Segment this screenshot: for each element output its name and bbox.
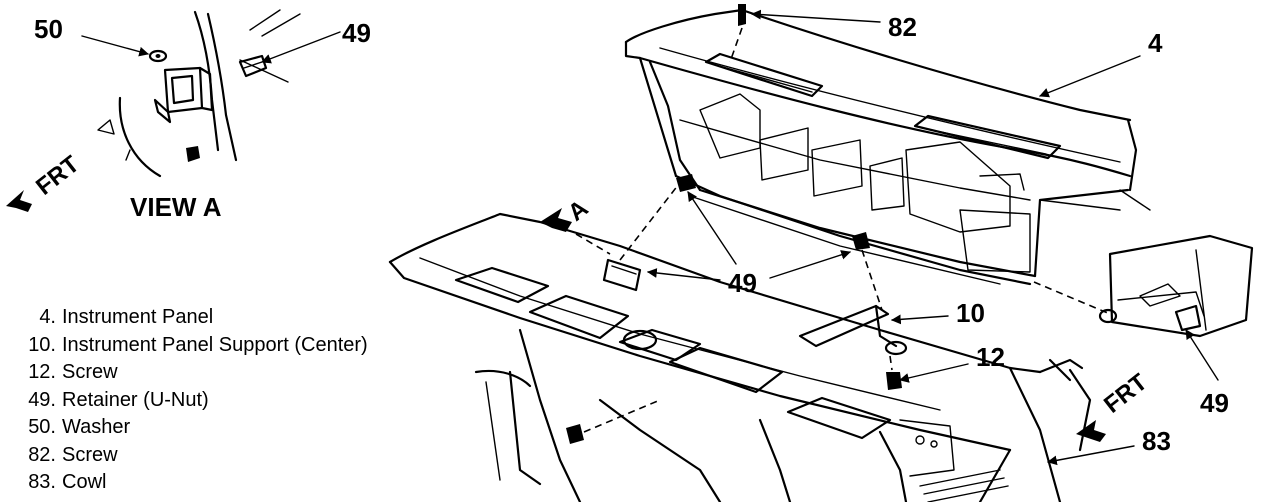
frt-label-right: FRT: [1099, 369, 1153, 419]
retainer-49-panel-center: [852, 232, 883, 311]
legend-text: Retainer (U-Nut): [62, 388, 209, 411]
callout-12: 12: [976, 342, 1005, 372]
view-a-retainer-49: [238, 54, 268, 78]
legend-item: 4. Instrument Panel: [6, 304, 368, 332]
legend-item: 50. Washer: [6, 414, 368, 442]
legend-item: 83. Cowl: [6, 469, 368, 497]
retainer-49-cowl-left: [602, 179, 683, 292]
legend-number: 10.: [28, 333, 56, 356]
callout-10: 10: [956, 298, 985, 328]
frt-arrow-right: [1076, 420, 1106, 442]
view-a-label: VIEW A: [130, 192, 222, 222]
legend-item: 12. Screw: [6, 359, 368, 387]
callout-82: 82: [888, 12, 917, 42]
legend-number: 49.: [28, 388, 56, 411]
callout-49-right: 49: [1200, 388, 1229, 418]
screw-12: [886, 372, 902, 390]
legend-number: 82.: [28, 443, 56, 466]
view-a-bracket: [153, 66, 214, 124]
view-a-nut: [186, 146, 200, 162]
instrument-panel-support-10: [798, 304, 908, 371]
parts-legend: 4. Instrument Panel 10. Instrument Panel Su…: [6, 304, 368, 497]
legend-text: Washer: [62, 416, 131, 438]
view-a-marker: [540, 208, 611, 255]
legend-text: Cowl: [62, 471, 107, 493]
legend-text: Instrument Panel Support (Center): [62, 333, 368, 356]
legend-number: 83.: [28, 471, 56, 493]
legend-text: Instrument Panel: [62, 306, 214, 328]
frt-label-view-a: FRT: [31, 151, 85, 201]
view-a-detail: [6, 9, 341, 212]
legend-text: Screw: [62, 443, 118, 466]
legend-text: Screw: [62, 361, 118, 383]
callout-83: 83: [1142, 426, 1171, 456]
callout-49-view-a: 49: [342, 18, 371, 48]
legend-number: 50.: [28, 416, 56, 438]
instrument-panel-4: [624, 8, 1151, 286]
screw-82: [729, 4, 746, 63]
retainer-49-panel-left: [676, 174, 696, 192]
legend-item: 82. Screw: [6, 442, 368, 470]
legend-item: 10. Instrument Panel Support (Center): [6, 332, 368, 360]
frt-arrow-view-a: [6, 190, 32, 212]
callout-4: 4: [1148, 28, 1163, 58]
cowl-83: [388, 212, 1092, 502]
right-side-bracket: [1033, 234, 1254, 338]
legend-number: 12.: [28, 361, 56, 383]
washer-50: [148, 49, 168, 63]
legend-item: 49. Retainer (U-Nut): [6, 387, 368, 415]
callout-50: 50: [34, 14, 63, 44]
legend-number: 4.: [39, 306, 56, 328]
callout-leaders: [647, 9, 1219, 466]
callout-49-center: 49: [728, 268, 757, 298]
